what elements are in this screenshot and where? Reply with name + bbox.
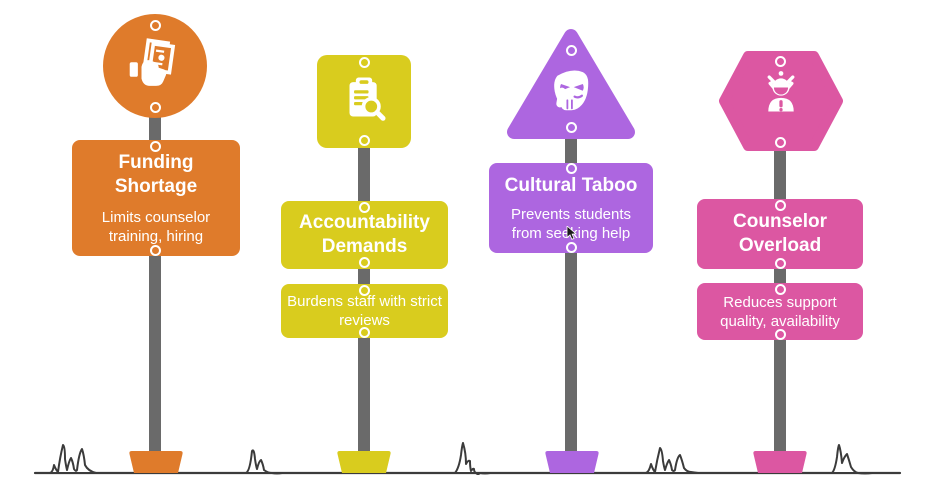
sign-board-funding-shortage: Funding Shortage Limits counselor traini… [72, 140, 240, 256]
bolt-icon [774, 257, 786, 269]
bolt-icon [149, 101, 161, 113]
bolt-icon [149, 19, 161, 31]
bolt-icon [149, 244, 161, 256]
bolt-icon [774, 55, 786, 67]
clipboard-search-icon [349, 77, 386, 121]
bolt-icon [774, 283, 786, 295]
bolt-icon [565, 162, 577, 174]
bolt-icon [358, 326, 370, 338]
bolt-icon [774, 328, 786, 340]
bolt-icon [774, 199, 786, 211]
sign-title: Accountability Demands [299, 212, 430, 257]
grass-tuft-icon [49, 442, 873, 475]
sign-title: Funding Shortage [114, 151, 198, 197]
stressed-person-icon [767, 71, 795, 112]
bolt-icon [358, 284, 370, 296]
sign-subtitle: Limits counselor training, hiring [101, 208, 211, 245]
bolt-icon [149, 140, 161, 152]
bolt-icon [565, 121, 577, 133]
sign-subtitle: Burdens staff with strict reviews [287, 293, 442, 329]
ground-line [33, 442, 902, 475]
sign-pole [149, 60, 161, 466]
bolt-icon [565, 44, 577, 56]
bolt-icon [358, 201, 370, 213]
bolt-icon [358, 256, 370, 268]
sign-pole [358, 100, 370, 466]
mouse-cursor-icon [566, 226, 577, 240]
sign-subtitle: Reduces support quality, availability [720, 293, 840, 330]
bolt-icon [565, 241, 577, 253]
money-in-hand-icon [129, 38, 176, 86]
bolt-icon [358, 134, 370, 146]
bolt-icon [774, 136, 786, 148]
sign-title: Counselor Overload [733, 211, 827, 256]
sign-title: Cultural Taboo [504, 174, 638, 196]
sign-board-counselor-overload-title: Counselor Overload [697, 199, 863, 269]
theater-mask-icon [554, 70, 589, 111]
sign-base [129, 451, 807, 473]
bolt-icon [358, 56, 370, 68]
sign-board-cultural-taboo: Cultural Taboo Prevents students from se… [489, 163, 653, 253]
